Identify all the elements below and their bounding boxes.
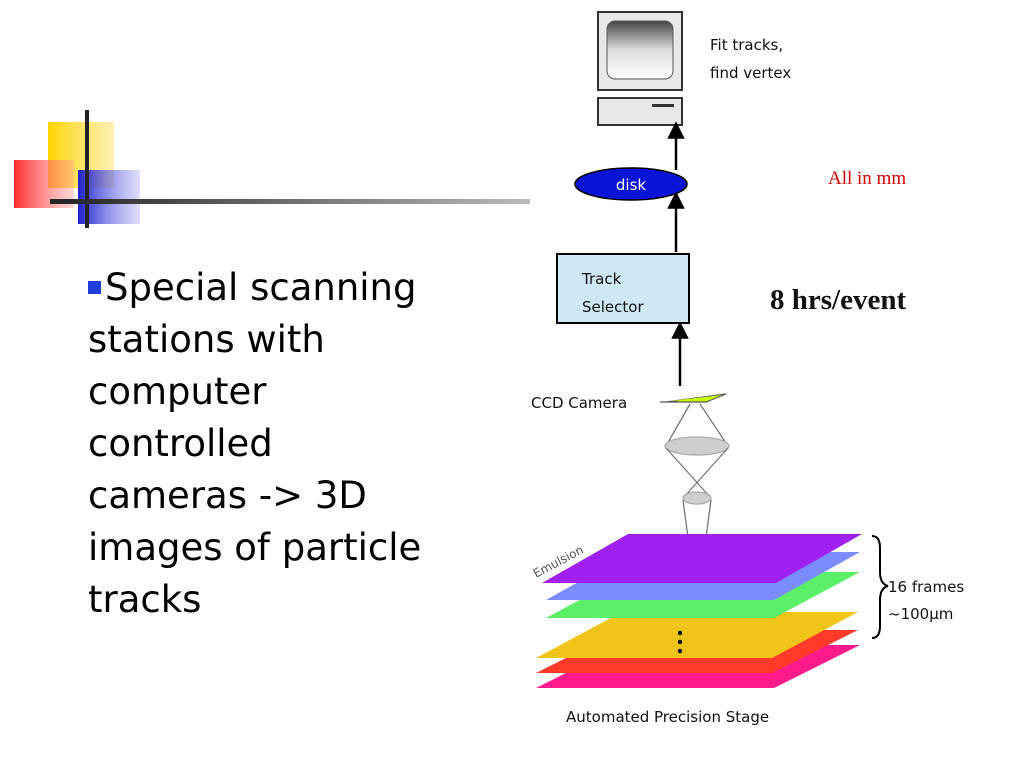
slide-ornament	[14, 110, 530, 228]
bullet-line: Special scanning	[88, 262, 468, 314]
disk-label: disk	[616, 176, 647, 194]
lens-optics	[664, 403, 730, 561]
emulsion-layer	[536, 612, 858, 658]
rate-note: 8 hrs/event	[770, 284, 906, 316]
frames-brace	[871, 535, 889, 639]
track-selector-label: Selector	[582, 298, 644, 316]
bullet-line: stations with	[88, 318, 325, 361]
disk-icon	[574, 167, 688, 201]
camera-label: CCD Camera	[531, 394, 627, 412]
computer-label: Fit tracks,	[710, 36, 783, 54]
emulsion-stack	[536, 534, 862, 688]
track-selector-box	[556, 253, 690, 324]
ornament-vertical-line	[85, 110, 89, 228]
bullet-line: images of particle	[88, 526, 422, 569]
emulsion-layer	[542, 534, 862, 583]
track-selector-label: Track	[581, 270, 622, 288]
ccd-camera-icon	[660, 393, 727, 403]
square-bullet-icon	[88, 281, 101, 294]
bullet-text: Special scanning stations with computer …	[88, 262, 468, 626]
bullet-line: tracks	[88, 578, 202, 621]
bullet-line: controlled	[88, 422, 273, 465]
computer-label: find vertex	[710, 64, 791, 82]
stage-label: Automated Precision Stage	[566, 708, 769, 726]
scanning-station-diagram: Fit tracks, find vertex disk All in mm T…	[531, 11, 964, 726]
frames-label: 16 frames	[888, 578, 964, 596]
units-note: All in mm	[828, 168, 906, 189]
computer-icon	[597, 11, 683, 126]
bullet-line: cameras -> 3D	[88, 474, 367, 517]
ornament-horizontal-line	[50, 199, 530, 204]
frames-label: ~100µm	[888, 605, 953, 623]
bullet-line: computer	[88, 370, 267, 413]
